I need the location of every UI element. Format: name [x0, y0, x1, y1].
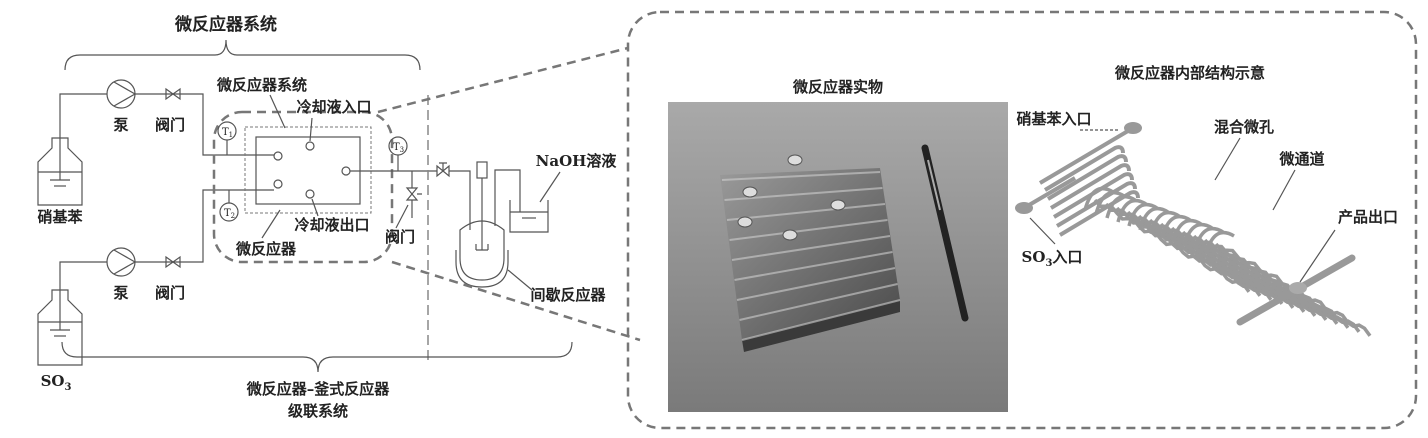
- nitrobenzene-label: 硝基苯: [37, 208, 83, 226]
- so3-label: SO3: [41, 372, 72, 393]
- mixing-holes-label: 混合微孔: [1214, 118, 1274, 136]
- product-outlet-label: 产品出口: [1338, 208, 1398, 226]
- callout-line-top: [377, 46, 629, 114]
- plate-groove: [739, 283, 898, 321]
- coolant-inlet-label: 冷却液入口: [296, 98, 371, 116]
- mixing-arc: [1138, 206, 1169, 231]
- microreactor-label: 微反应器: [235, 240, 297, 258]
- mixing-arc: [1204, 230, 1235, 255]
- inner-system-label: 微反应器系统: [216, 76, 307, 94]
- microchannel-label: 微通道: [1278, 150, 1324, 168]
- plate-groove: [721, 171, 881, 181]
- serpentine-channel: [1022, 126, 1140, 237]
- mixing-arc: [1149, 210, 1180, 235]
- mixing-arc: [1171, 218, 1202, 243]
- mixing-arc: [1127, 202, 1158, 227]
- plate-groove: [731, 235, 891, 261]
- batch-reactor-label: 间歇反应器: [530, 286, 606, 304]
- valve-1-label: 阀门: [155, 116, 185, 134]
- mixing-arc: [1160, 214, 1191, 239]
- svg-text:T2: T2: [224, 208, 235, 220]
- structure-title: 微反应器内部结构示意: [1114, 64, 1265, 82]
- plate-groove: [741, 299, 901, 341]
- plate-groove: [734, 251, 893, 281]
- coolant-outlet-label: 冷却液出口: [294, 216, 369, 234]
- nitrobenzene-inlet-label: 硝基苯入口: [1016, 110, 1091, 128]
- valve-2-icon: [165, 255, 181, 269]
- nitrobenzene-bottle: [37, 108, 83, 206]
- pump-1-label: 泵: [113, 116, 128, 134]
- microreactor-system-box: [212, 110, 394, 264]
- t3-sensor: T3: [388, 136, 408, 171]
- reactor-ports: [273, 141, 351, 199]
- mixing-arc: [1105, 194, 1136, 219]
- mixing-arc: [1193, 226, 1224, 251]
- plate-groove: [724, 187, 883, 201]
- channel-structure: [1015, 122, 1372, 337]
- mixing-arc: [1083, 186, 1114, 211]
- plate-groove: [729, 219, 888, 241]
- naoh-label: NaOH溶液: [536, 152, 618, 170]
- naoh-beaker-icon: [509, 200, 549, 233]
- drain-valve-label: 阀门: [385, 228, 415, 246]
- valve-2-label: 阀门: [155, 284, 185, 302]
- top-brace: [64, 39, 421, 71]
- batch-reactor-icon: [455, 161, 521, 288]
- pump-2-label: 泵: [113, 284, 128, 302]
- mixing-arc: [1094, 190, 1125, 215]
- feed-line-2: [59, 189, 274, 276]
- mixing-arc: [1182, 222, 1213, 247]
- detail-callout-box: [626, 10, 1418, 430]
- t1-sensor: T1: [217, 121, 237, 155]
- callout-line-bottom: [391, 260, 641, 342]
- valve-1-icon: [165, 87, 181, 101]
- feed-line-1: [59, 93, 274, 156]
- plate-groove: [726, 203, 886, 221]
- outlet-line: [350, 170, 471, 230]
- mixing-arc: [1116, 198, 1147, 223]
- so3-bottle: [37, 276, 83, 366]
- pump-2-icon: [106, 247, 137, 277]
- microreactor-photo: [668, 102, 1008, 412]
- so3-inlet-label: SO3入口: [1022, 248, 1083, 269]
- drain-valve-icon: [405, 187, 422, 201]
- outlet-valve-icon: [436, 162, 450, 178]
- bottom-title-line1: 微反应器–釜式反应器: [246, 380, 391, 398]
- photo-title: 微反应器实物: [792, 78, 883, 96]
- plate-groove: [736, 267, 896, 301]
- bottom-title-line2: 级联系统: [288, 402, 348, 420]
- microreactor-body: [255, 136, 361, 205]
- bottom-brace: [61, 341, 573, 373]
- pump-1-icon: [106, 79, 137, 109]
- cooling-jacket: [244, 126, 372, 214]
- svg-text:T1: T1: [222, 127, 233, 139]
- svg-text:T3: T3: [393, 142, 404, 154]
- top-title: 微反应器系统: [174, 14, 277, 35]
- t2-sensor: T2: [219, 190, 239, 222]
